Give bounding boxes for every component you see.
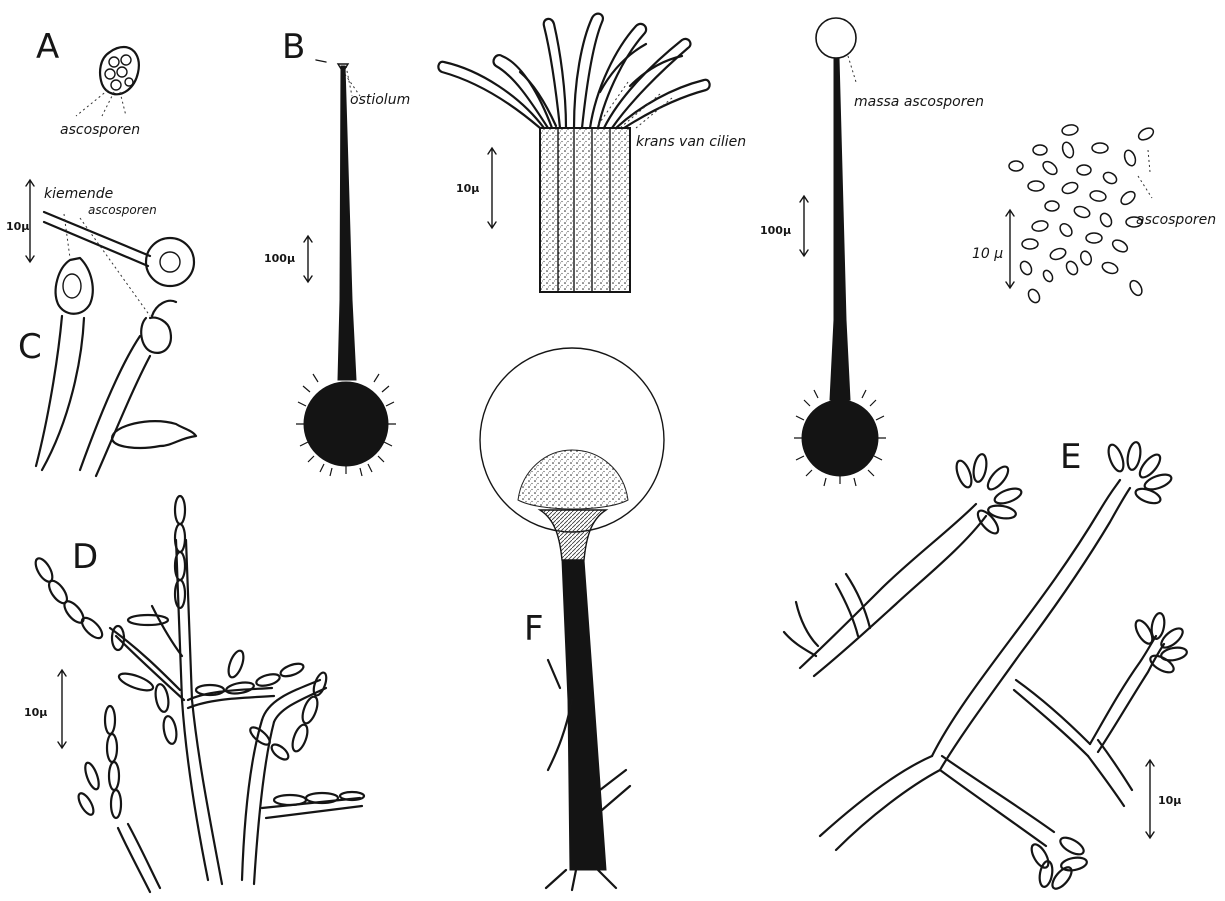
- spore-mass: [816, 18, 856, 58]
- scale-bar-c: 10µ: [6, 180, 34, 262]
- label-ascosporen-c: ascosporen: [88, 203, 157, 217]
- scale-bar-cilia: 10µ: [456, 148, 496, 228]
- scale-label-right: 100µ: [760, 224, 791, 237]
- panel-letter-d: D: [72, 537, 98, 577]
- leader-line-massa: [848, 56, 856, 82]
- germinating-spore-middle: [80, 301, 176, 476]
- hyphae-e: [784, 480, 1164, 850]
- phialide-heads-e: [954, 441, 1188, 892]
- scale-bar-spores: 10 µ: [972, 210, 1014, 288]
- cilia: [438, 14, 709, 128]
- scale-label-e: 10µ: [1158, 794, 1181, 807]
- ascus-drawing: [100, 47, 139, 94]
- perithecium-right: [794, 58, 886, 486]
- scale-bar-right-perithecium: 100µ: [760, 196, 808, 256]
- label-ostiolum: ostiolum: [350, 92, 410, 108]
- scale-label-c: 10µ: [6, 220, 29, 233]
- panel-e: E: [784, 437, 1188, 892]
- ascospore-cluster: ascosporen 10 µ: [972, 124, 1216, 305]
- synnema-apex: [540, 510, 606, 560]
- panel-letter-a: A: [36, 27, 59, 67]
- panel-letter-b: B: [282, 27, 305, 67]
- germinating-spore-horizontal: [44, 212, 194, 286]
- ostiole-neck-tissue: [540, 128, 630, 292]
- scale-label-b: 100µ: [264, 252, 295, 265]
- scale-label-d: 10µ: [24, 706, 47, 719]
- leader-lines-c: [64, 214, 150, 316]
- panel-letter-f: F: [524, 609, 544, 649]
- resting-spore: [112, 421, 196, 448]
- perithecium-left: [296, 64, 396, 476]
- cilia-crown-detail: krans van cilien 10µ: [438, 14, 746, 292]
- label-massa-ascosporen: massa ascosporen: [854, 94, 984, 110]
- panel-b: B ostiolum 100µ: [264, 27, 410, 476]
- scale-bar-e: 10µ: [1146, 760, 1181, 838]
- scale-label-spores: 10 µ: [972, 246, 1003, 262]
- leader-lines-spores: [1138, 150, 1152, 198]
- conidiophores-d: [110, 540, 362, 892]
- label-krans-van-cilien: krans van cilien: [636, 134, 746, 150]
- panel-a: A ascosporen: [36, 27, 140, 138]
- panel-d: D 10µ: [24, 496, 364, 892]
- scale-bar-b: 100µ: [264, 236, 312, 282]
- scale-label-cilia: 10µ: [456, 182, 479, 195]
- perithecium-right-group: massa ascosporen 100µ: [760, 18, 984, 486]
- panel-letter-e: E: [1060, 437, 1081, 477]
- scale-bar-d: 10µ: [24, 670, 66, 748]
- panel-letter-c: C: [18, 327, 42, 367]
- panel-c: C kiemende ascosporen 10µ: [6, 180, 196, 476]
- germinating-spore-left: [36, 258, 93, 470]
- panel-f: F: [480, 348, 664, 890]
- label-kiemende: kiemende: [44, 186, 113, 202]
- label-ascosporen-right: ascosporen: [1136, 212, 1216, 228]
- label-ascosporen-a: ascosporen: [60, 122, 140, 138]
